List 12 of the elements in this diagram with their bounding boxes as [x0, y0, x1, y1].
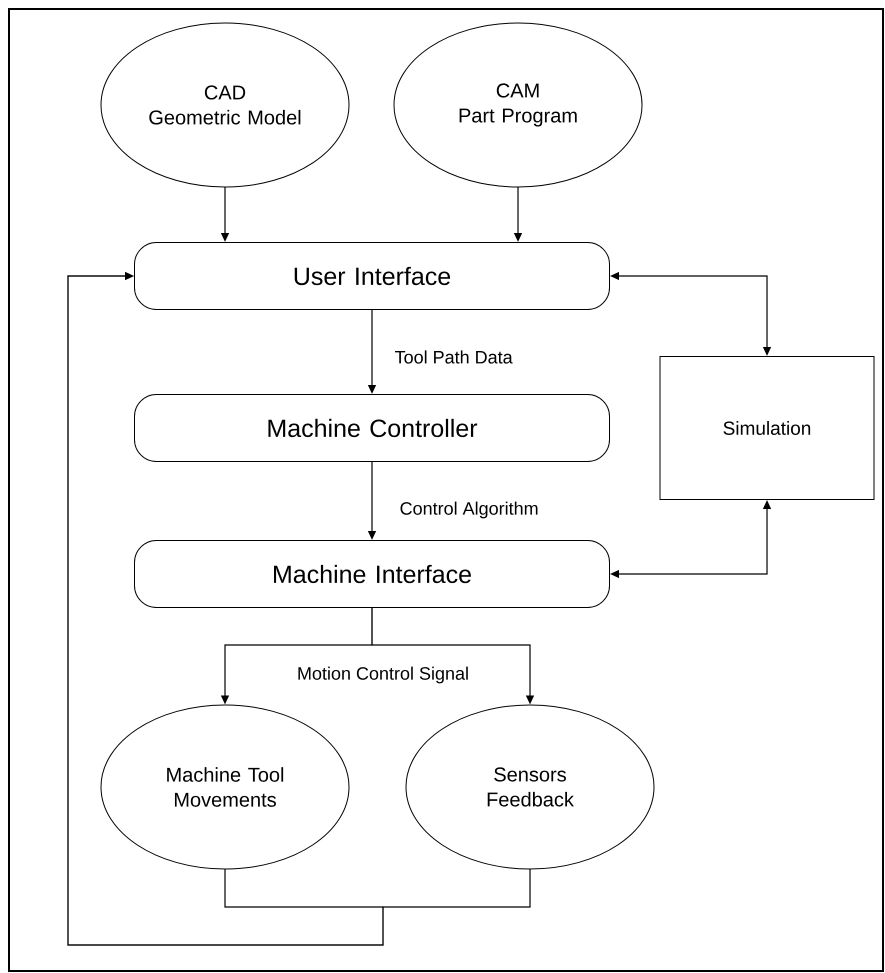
ellipse-node: Machine Tool Movements: [100, 704, 350, 870]
process-box: Simulation: [660, 356, 875, 500]
edge-label: Control Algorithm: [398, 500, 540, 520]
arrow: [67, 272, 531, 946]
ellipse-node: Sensors Feedback: [406, 704, 654, 870]
process-box: Machine Interface: [134, 540, 610, 608]
ellipse-node: CAM Part Program: [394, 22, 642, 188]
process-box: Machine Controller: [134, 394, 610, 462]
process-box: User Interface: [134, 242, 610, 310]
ellipse-node: CAD Geometric Model: [100, 22, 350, 188]
edge-label: Motion Control Signal: [296, 666, 470, 684]
edge-label: Tool Path Data: [394, 349, 514, 365]
